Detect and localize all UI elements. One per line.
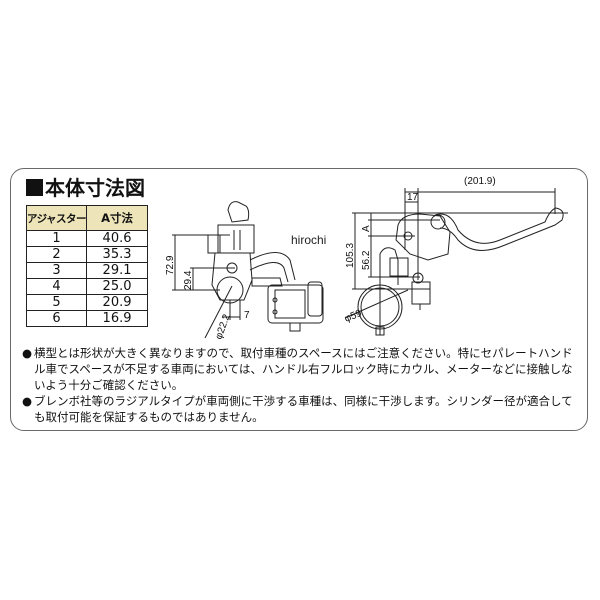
note-item: ●ブレンボ社等のラジアルタイプが車両側に干渉する車種は、同様に干渉します。シリン… — [22, 393, 582, 425]
a-dim-cell: 16.9 — [86, 310, 148, 327]
bullet-icon: ● — [22, 394, 33, 408]
note-text: ブレンボ社等のラジアルタイプが車両側に干渉する車種は、同様に干渉します。シリンダ… — [34, 394, 573, 424]
dim-a-label: A — [361, 225, 372, 232]
adjuster-cell: 2 — [25, 246, 88, 263]
dim-7: 7 — [244, 310, 250, 321]
note-text: 横型とは形状が大きく異なりますので、取付車種のスペースにはご注意ください。特にセ… — [34, 346, 573, 392]
dim-29-4: 29.4 — [183, 270, 194, 290]
dim-105-3: 105.3 — [345, 243, 356, 268]
a-dim-cell: 20.9 — [86, 294, 148, 311]
a-dim-cell: 40.6 — [86, 230, 148, 247]
caution-notes: ●横型とは形状が大きく異なりますので、取付車種のスペースにはご注意ください。特に… — [22, 345, 582, 425]
table-header-row: アジャスター A寸法 — [25, 205, 148, 231]
side-view-drawing: 72.9 29.4 φ22.2 7 — [165, 201, 324, 340]
dim-72-9: 72.9 — [165, 255, 176, 275]
header-a-dimension: A寸法 — [86, 205, 148, 231]
header-adjuster: アジャスター — [25, 205, 88, 231]
dim-201-9: (201.9) — [464, 176, 496, 187]
adjuster-cell: 1 — [25, 230, 88, 247]
panel-title-text: 本体寸法図 — [45, 176, 145, 200]
a-dim-cell: 25.0 — [86, 278, 148, 295]
watermark: hirochi — [291, 233, 327, 247]
adjuster-cell: 6 — [25, 310, 88, 327]
panel-title: 本体寸法図 — [26, 176, 145, 200]
dim-56-2: 56.2 — [361, 250, 372, 270]
front-view-drawing: (201.9) 17 A 105.3 56.2 φ59 — [343, 176, 568, 336]
note-item: ●横型とは形状が大きく異なりますので、取付車種のスペースにはご注意ください。特に… — [22, 345, 582, 393]
bullet-icon: ● — [22, 346, 33, 360]
square-marker-icon — [26, 179, 43, 196]
dim-bar-diameter-59: φ59 — [343, 308, 364, 325]
a-dim-cell: 29.1 — [86, 262, 148, 279]
a-dim-cell: 35.3 — [86, 246, 148, 263]
adjuster-cell: 3 — [25, 262, 88, 279]
dim-17: 17 — [407, 192, 419, 203]
adjuster-cell: 4 — [25, 278, 88, 295]
adjuster-cell: 5 — [25, 294, 88, 311]
